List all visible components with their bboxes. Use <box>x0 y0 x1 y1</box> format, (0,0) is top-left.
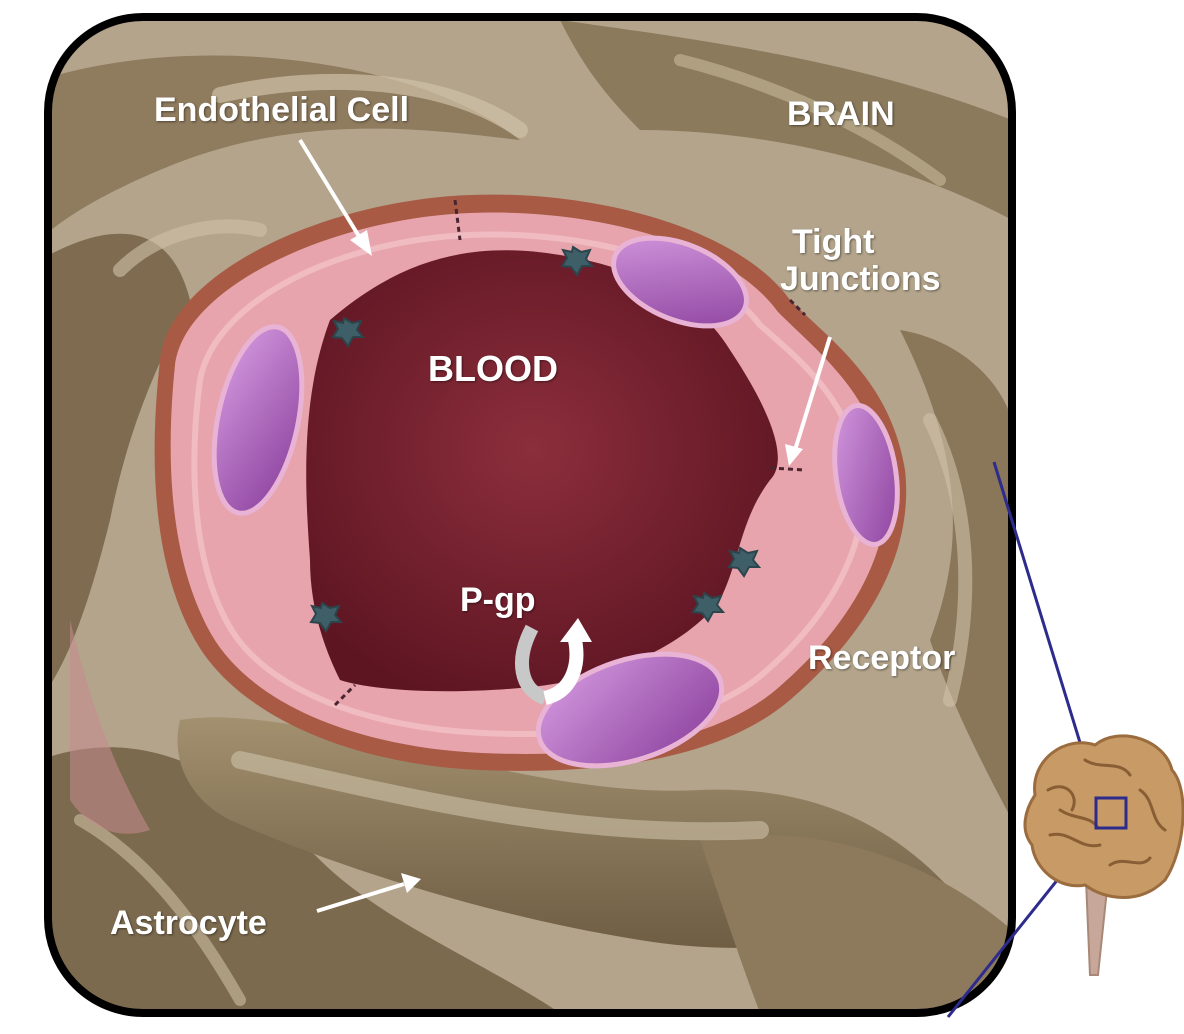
label-tight-junctions-line2: Junctions <box>780 261 941 298</box>
label-astrocyte: Astrocyte <box>110 905 267 942</box>
brain-icon <box>1025 736 1183 975</box>
label-endothelial-cell: Endothelial Cell <box>154 92 409 129</box>
label-brain: BRAIN <box>787 96 895 133</box>
label-tight-junctions: Tight Junctions <box>792 224 941 297</box>
label-pgp: P-gp <box>460 582 536 619</box>
label-receptor: Receptor <box>808 640 955 677</box>
label-tight-junctions-line1: Tight <box>792 224 941 261</box>
label-blood: BLOOD <box>428 350 558 389</box>
tissue-panel <box>40 17 1012 1013</box>
